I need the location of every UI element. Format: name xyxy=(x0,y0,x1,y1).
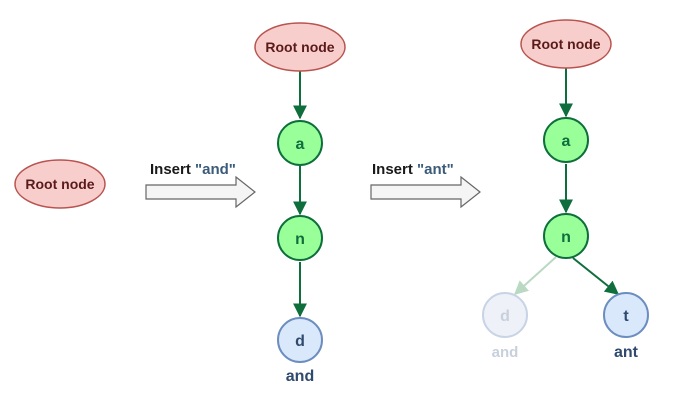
word-and-label: and xyxy=(286,368,314,385)
root-node-ellipse xyxy=(14,159,106,209)
node-n xyxy=(543,213,589,259)
edge-n-d-faded xyxy=(513,256,557,295)
insert-word: "and" xyxy=(195,161,236,178)
root-node-label: Root node xyxy=(25,176,94,192)
insert-ant-label: Insert "ant" xyxy=(372,161,454,178)
insert-and-label: Insert "and" xyxy=(150,161,236,178)
root-node-label: Root node xyxy=(265,39,334,55)
stage-2: Root node a n d and xyxy=(254,22,346,385)
node-t-label: t xyxy=(623,308,629,325)
node-a xyxy=(543,117,589,163)
step-2: Insert "ant" xyxy=(370,161,481,209)
stage-1: Root node xyxy=(14,159,106,209)
node-d-label: d xyxy=(500,308,510,325)
step-1: Insert "and" xyxy=(145,161,256,209)
root-node-label: Root node xyxy=(531,36,600,52)
root-node-ellipse xyxy=(520,19,612,69)
word-ant-label: ant xyxy=(614,344,639,361)
node-d-label: d xyxy=(295,333,305,350)
node-a-label: a xyxy=(296,136,305,153)
insert-prefix: Insert xyxy=(372,161,417,178)
root-node-ellipse xyxy=(254,22,346,72)
node-a xyxy=(277,120,323,166)
node-n xyxy=(277,215,323,261)
node-n-label: n xyxy=(561,229,571,246)
node-n-label: n xyxy=(295,231,305,248)
node-t xyxy=(603,292,649,338)
node-d xyxy=(277,317,323,363)
word-and-label-faded: and xyxy=(492,344,519,361)
block-arrow-1 xyxy=(145,175,256,209)
block-arrow-2 xyxy=(370,175,481,209)
edge-n-t xyxy=(572,257,620,295)
stage-3: Root node a n d and t ant xyxy=(482,19,649,361)
insert-prefix: Insert xyxy=(150,161,195,178)
node-a-label: a xyxy=(562,133,571,150)
node-d-faded xyxy=(482,292,528,338)
insert-word: "ant" xyxy=(417,161,454,178)
